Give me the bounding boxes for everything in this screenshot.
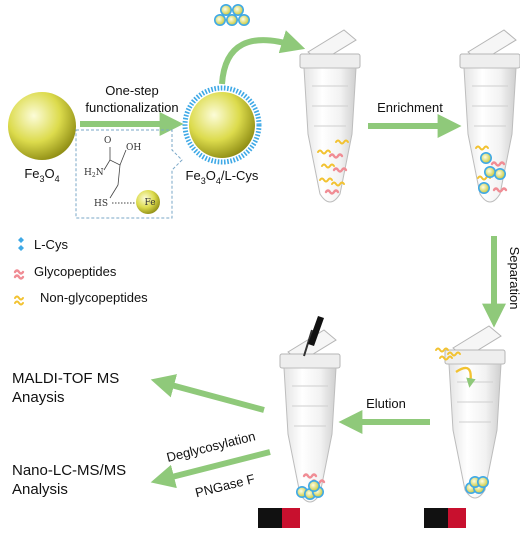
discarded-peptides [435, 347, 476, 388]
fe-label: Fe [144, 198, 155, 208]
glycopeptide-icon [13, 269, 25, 280]
fe3o4-l-cys-particle [182, 85, 262, 165]
l-cys-icon [18, 237, 24, 251]
o-label: O [104, 136, 111, 146]
separated-tube [444, 325, 506, 499]
legend-label-glycopeptides: Glycopeptides [34, 264, 117, 279]
elution-label: Elution [366, 396, 406, 411]
h2n-label: H2N [84, 168, 104, 179]
add-to-sample-arrow [219, 30, 306, 85]
l-cys-structure-inset: OH O H2N HS Fe [75, 129, 183, 219]
maldi-label: MALDI-TOF MS [12, 370, 119, 387]
nano-lc-label: Nano-LC-MS/MS [12, 462, 126, 479]
legend: L-Cys Glycopeptides Non-glycopeptides [13, 237, 148, 306]
legend-label-non-glycopeptides: Non-glycopeptides [40, 290, 148, 305]
legend-label-l-cys: L-Cys [34, 237, 68, 252]
fe3o4-particle [8, 92, 76, 160]
oh-label: OH [126, 143, 141, 153]
pngase-label: PNGase F [194, 471, 257, 500]
magnet-left [258, 508, 300, 528]
bead-cluster-top [214, 4, 250, 26]
pipette-icon [303, 316, 324, 357]
maldi-arrow [150, 374, 265, 413]
deglycosylation-arrow [150, 449, 271, 489]
separation-label: Separation [507, 247, 520, 310]
enrichment-label: Enrichment [377, 100, 443, 115]
non-glycopeptide-icon [14, 295, 24, 306]
sample-tube [299, 29, 361, 203]
nano-analysis-label: Analysis [12, 481, 68, 498]
hs-label: HS [94, 199, 108, 209]
fe3o4-l-cys-label: Fe3O4/L-Cys [186, 168, 259, 186]
maldi-analysis-label: Anaysis [12, 389, 65, 406]
eluted-tube [279, 329, 341, 503]
one-step-label: One-step [105, 83, 158, 98]
functionalization-label: functionalization [85, 100, 178, 115]
fe3o4-label: Fe3O4 [24, 166, 59, 184]
enriched-tube [459, 29, 520, 203]
magnet-right [424, 508, 466, 528]
fe-core-sphere [136, 190, 160, 214]
